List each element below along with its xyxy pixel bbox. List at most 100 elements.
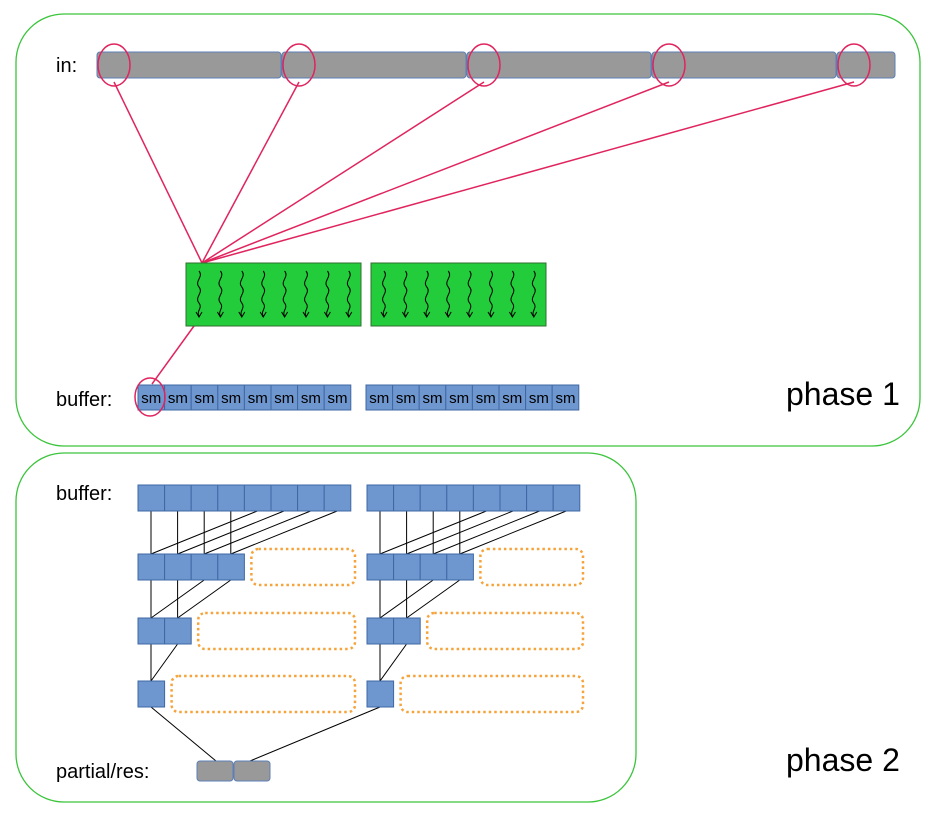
sm-cell xyxy=(137,384,166,411)
result-line xyxy=(150,706,217,762)
unused-buffer-box xyxy=(196,611,357,651)
reduction-line xyxy=(379,643,408,682)
reduction-cell xyxy=(419,553,448,581)
thread-arrowhead xyxy=(508,311,516,318)
thread-arrowhead xyxy=(302,311,310,318)
input-to-block-line xyxy=(113,81,203,264)
reduction-cell xyxy=(190,553,219,581)
reduction-cell xyxy=(499,484,528,512)
input-to-block-line xyxy=(201,81,300,264)
thread-squiggle xyxy=(304,270,308,317)
input-segment xyxy=(281,51,467,79)
thread-squiggle xyxy=(531,270,536,317)
sm-cell-label: sm xyxy=(396,390,416,407)
phase2-title: phase 2 xyxy=(786,742,900,778)
in-label: in: xyxy=(56,55,77,77)
input-array xyxy=(96,51,896,79)
reduction-cell xyxy=(137,484,166,512)
unused-buffer-box xyxy=(425,611,585,651)
reduction-cell xyxy=(366,553,395,581)
thread-arrowhead xyxy=(466,311,474,318)
thread-squiggle xyxy=(489,270,493,317)
sm-cell-label: sm xyxy=(556,390,576,407)
sm-cell xyxy=(217,384,245,411)
sm-cell xyxy=(498,384,527,411)
input-segment xyxy=(466,51,652,79)
input-highlight-circle xyxy=(652,43,686,87)
thread-arrowhead xyxy=(530,311,538,318)
sm-cell-label: sm xyxy=(274,390,294,407)
result-cell xyxy=(196,760,234,782)
sm-cell-label: sm xyxy=(369,390,389,407)
reduction-cell xyxy=(472,484,501,512)
phase1-title: phase 1 xyxy=(786,376,900,412)
thread-squiggle xyxy=(325,270,330,317)
sm-cell-label: sm xyxy=(168,390,188,407)
reduction-line xyxy=(459,510,567,555)
reduction-line xyxy=(433,510,540,555)
input-to-block-line xyxy=(201,81,670,264)
reduction-cell xyxy=(552,484,581,512)
phase2-reduction xyxy=(137,484,585,782)
input-segment xyxy=(96,51,282,79)
thread-arrowhead xyxy=(444,311,452,318)
sm-cell-label: sm xyxy=(502,390,522,407)
sm-cell-label: sm xyxy=(328,390,348,407)
sm-cell xyxy=(243,384,272,411)
thread-squiggle xyxy=(197,270,201,317)
thread-blocks xyxy=(185,262,547,327)
thread-arrowhead xyxy=(259,311,267,318)
reduction-cell xyxy=(419,484,448,512)
reduction-cell xyxy=(446,484,474,512)
thread-arrowhead xyxy=(380,311,388,318)
reduction-cell xyxy=(164,484,192,512)
sm-cell xyxy=(270,384,299,411)
reduction-cell xyxy=(366,617,395,645)
phase2-buffer-label: buffer: xyxy=(56,483,112,505)
thread-arrowhead xyxy=(238,311,246,318)
reduction-cell xyxy=(243,484,272,512)
reduction-cell xyxy=(393,553,421,581)
reduction-cell xyxy=(217,553,245,581)
reduction-cell xyxy=(297,484,325,512)
sm-cell xyxy=(297,384,325,411)
reduction-line xyxy=(406,579,461,619)
sm-cell xyxy=(190,384,219,411)
thread-squiggle xyxy=(446,270,451,317)
thread-squiggle xyxy=(261,270,266,317)
sm-cell xyxy=(418,384,447,411)
unused-buffer-box xyxy=(250,547,357,587)
input-segment xyxy=(651,51,837,79)
result-line xyxy=(249,706,381,762)
reduction-cell xyxy=(393,617,421,645)
reduction-cell xyxy=(164,553,192,581)
result-cell xyxy=(233,760,271,782)
reduction-cell xyxy=(137,553,166,581)
thread-squiggle xyxy=(282,270,287,317)
connection-lines xyxy=(113,81,855,762)
reduction-cell xyxy=(366,484,395,512)
reduction-cell xyxy=(137,617,166,645)
reduction-cell xyxy=(446,553,474,581)
thread-squiggle xyxy=(239,270,244,317)
sm-cell-label: sm xyxy=(141,390,161,407)
thread-arrowhead xyxy=(401,311,409,318)
reduction-cell xyxy=(217,484,245,512)
input-highlight-circle xyxy=(837,43,871,87)
thread-arrowhead xyxy=(281,311,289,318)
reduction-line xyxy=(150,643,179,682)
phase1-frame xyxy=(15,13,921,447)
reduction-line xyxy=(230,510,338,555)
thread-squiggle xyxy=(218,270,223,317)
thread-arrowhead xyxy=(487,311,495,318)
reduction-cell xyxy=(190,484,219,512)
thread-squiggle xyxy=(510,270,515,317)
reduction-cell xyxy=(137,680,166,708)
sm-cell-label: sm xyxy=(195,390,215,407)
input-to-block-line xyxy=(201,81,855,264)
reduction-cell xyxy=(323,484,352,512)
thread-arrowhead xyxy=(323,311,331,318)
thread-squiggle xyxy=(346,270,351,317)
